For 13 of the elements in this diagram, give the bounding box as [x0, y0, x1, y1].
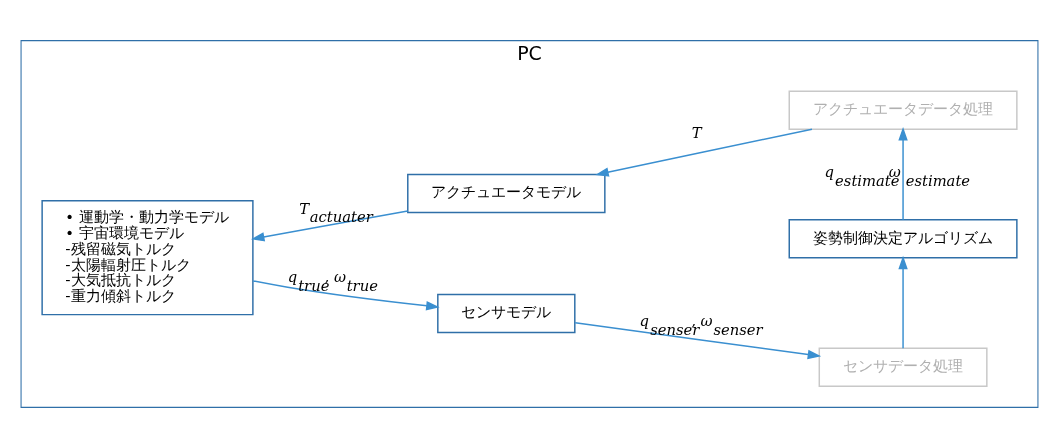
node-box: • 運動学・動力学モデル • 宇宙環境モデル -残留磁気トルク -太陽輻射圧トルク -大気抵抗トルク -重力傾斜トルク — [41, 199, 254, 315]
arrow — [250, 209, 409, 242]
arrow — [898, 255, 908, 349]
arrow — [574, 321, 822, 359]
node-box: センサモデル — [437, 293, 576, 333]
edge-label: T — [691, 123, 702, 141]
node-box: 姿勢制御決定アルゴリズム — [788, 218, 1018, 258]
node-box: アクチュエータデータ処理 — [788, 90, 1018, 130]
arrow — [252, 279, 440, 310]
node-box: センサデータ処理 — [818, 347, 988, 387]
node-box: アクチュエータモデル — [407, 173, 606, 213]
arrow — [898, 126, 908, 220]
arrow — [595, 127, 813, 177]
